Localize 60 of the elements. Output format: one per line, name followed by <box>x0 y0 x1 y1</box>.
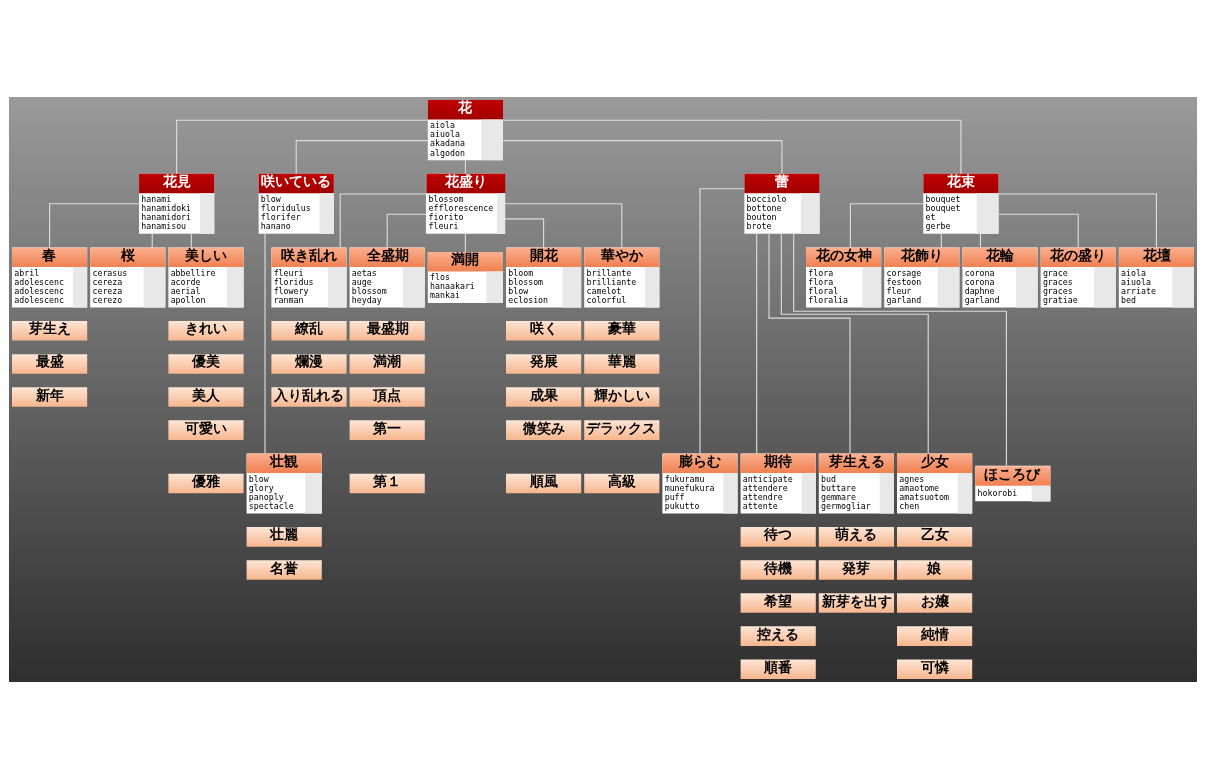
connector <box>998 213 1079 248</box>
node-box: 順風 <box>506 473 582 493</box>
node-box: 入り乱れる <box>271 386 347 407</box>
node-box: 最盛期 <box>349 320 425 341</box>
node-box: 満潮 <box>349 353 425 374</box>
node-box: 発芽 <box>818 559 894 580</box>
connector <box>756 232 758 454</box>
node-box: 高級 <box>584 473 660 493</box>
node-box: 乙女 <box>897 526 973 547</box>
node-box: 希望 <box>740 592 816 613</box>
node-box: 第１ <box>349 473 425 493</box>
node-box: お嬢 <box>897 592 973 613</box>
node-box: 新芽を出す <box>818 592 894 613</box>
node-box: 壮麗 <box>246 526 322 547</box>
connector <box>780 232 929 454</box>
node-box: 繚乱 <box>271 320 347 341</box>
connector <box>464 159 466 174</box>
node-box: 華麗 <box>584 353 660 374</box>
connector <box>699 187 745 454</box>
node-box: デラックス <box>584 419 660 440</box>
node-box: 美人 <box>168 386 244 407</box>
node-box: 爛漫 <box>271 353 347 374</box>
node-box: 優雅 <box>168 473 244 493</box>
connector <box>295 139 429 174</box>
connector <box>49 202 140 248</box>
node-box: きれい <box>168 320 244 341</box>
node-box: 新年 <box>12 386 88 407</box>
node-box: 萌える <box>818 526 894 547</box>
connector <box>998 192 1157 248</box>
connector <box>504 202 623 248</box>
node-box: 可憐 <box>897 658 973 679</box>
node-box: 咲く <box>506 320 582 341</box>
node-box: 輝かしい <box>584 386 660 407</box>
node-box: 芽生え <box>12 320 88 341</box>
connector <box>176 119 429 174</box>
connector <box>264 232 266 454</box>
node-box: 豪華 <box>584 320 660 341</box>
node-box: 名誉 <box>246 559 322 580</box>
connector <box>386 213 427 248</box>
node-box: 成果 <box>506 386 582 407</box>
node-box: 優美 <box>168 353 244 374</box>
node-box: 最盛 <box>12 353 88 374</box>
node-box: 待機 <box>740 559 816 580</box>
connector <box>849 202 924 248</box>
node-box: 頂点 <box>349 386 425 407</box>
node-box: 微笑み <box>506 419 582 440</box>
node-box: 第一 <box>349 419 425 440</box>
connector <box>339 192 427 248</box>
connector <box>502 119 962 174</box>
connector <box>502 139 783 174</box>
node-box: 順番 <box>740 658 816 679</box>
node-box: 娘 <box>897 559 973 580</box>
node-box: 可愛い <box>168 419 244 440</box>
connector <box>504 217 545 248</box>
node-box: 待つ <box>740 526 816 547</box>
node-box: 純情 <box>897 625 973 646</box>
node-box: 控える <box>740 625 816 646</box>
node-box: 発展 <box>506 353 582 374</box>
connector <box>464 232 466 252</box>
connector <box>768 233 851 454</box>
